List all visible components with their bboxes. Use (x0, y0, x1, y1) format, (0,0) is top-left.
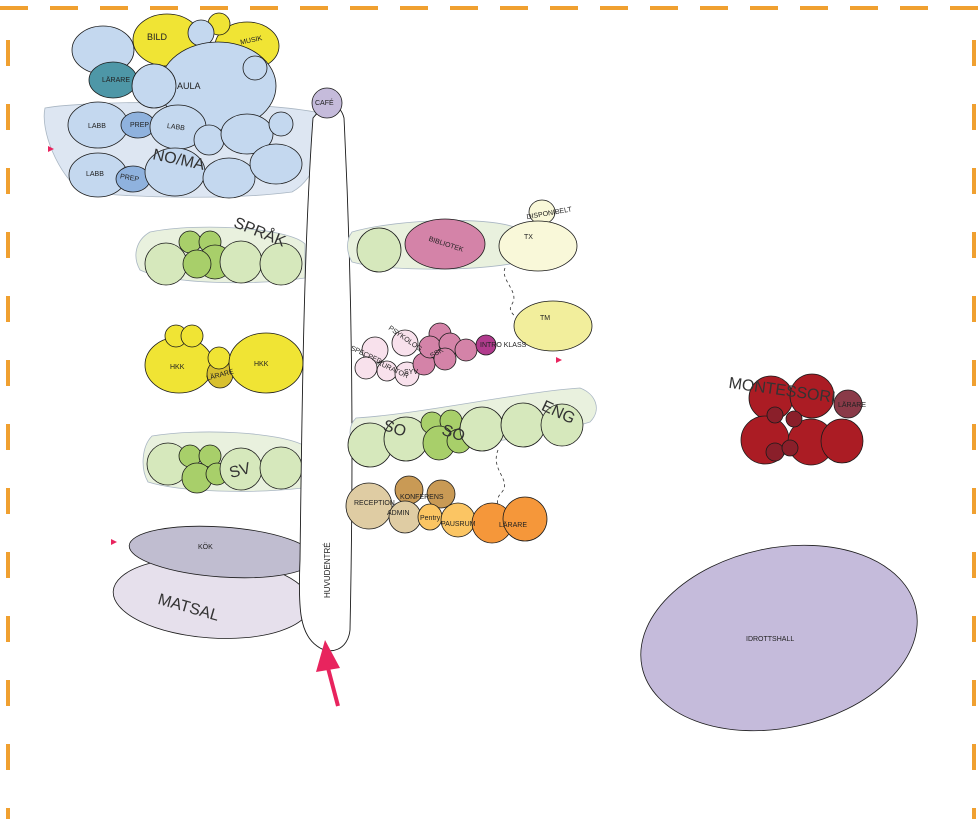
label-so-1: SO (381, 417, 408, 440)
label-prep-2: PREP (119, 173, 139, 183)
entrance-arrow-icon (316, 640, 340, 707)
matsal-group: KÖK MATSAL (112, 525, 316, 639)
dashed-link-eng-admin (495, 449, 505, 507)
site-border (0, 6, 979, 819)
marker-triangle-icon (48, 146, 54, 152)
room-pink-a (354, 356, 378, 380)
room-tm (513, 300, 593, 352)
room-sprak-g (259, 242, 303, 286)
admin-group: RECEPTION KONFERENS ADMIN Pentry PAUSRUM… (345, 475, 548, 544)
room-mont-f (766, 406, 784, 424)
bibliotek-group: BIBLIOTEK DISPONIBELT TX TM (347, 199, 593, 352)
label-syv: SYV (404, 369, 418, 376)
room-mont-g (785, 410, 803, 428)
label-huvudentre: HUVUDENTRÉ (323, 542, 332, 598)
dashed-link-tx-tm (503, 267, 521, 321)
elevhalsa-group: PSYKOLOG SPECPED KURATOR SYV SSK INTRO K… (349, 322, 527, 387)
room-blue-h (249, 143, 303, 185)
room-blue-e (268, 111, 294, 137)
room-hkk-small-b (180, 324, 204, 348)
room-mont-i (781, 439, 799, 457)
hkk-group: HKK LÄRARE HKK (144, 324, 304, 394)
label-aula: AULA (177, 81, 201, 91)
label-larare-mont: LÄRARE (838, 401, 866, 409)
room-pausrum (440, 502, 476, 538)
label-kok: KÖK (198, 543, 213, 551)
room-mont-b (789, 373, 835, 419)
label-bild: BILD (147, 32, 168, 42)
room-bibliotek-side (356, 227, 402, 273)
label-reception: RECEPTION (354, 500, 395, 507)
label-labb-3: LABB (86, 171, 104, 178)
room-blue-g (202, 157, 256, 199)
label-tm: TM (540, 315, 550, 322)
room-introklass (475, 334, 497, 356)
room-eng-b (540, 403, 584, 447)
room-konferens-b (426, 479, 456, 509)
so-eng-group: SO SO ENG (347, 387, 597, 468)
label-admin: ADMIN (387, 510, 410, 517)
room-blue-d (220, 113, 274, 155)
label-tx: TX (524, 234, 533, 241)
room-idrottshall (640, 544, 918, 732)
room-larare-admin-b (502, 496, 548, 542)
sprak-group: SPRÅK (135, 213, 306, 286)
label-musik: MUSIK (240, 35, 263, 47)
room-sv-g (259, 446, 303, 490)
room-larare-mont (833, 389, 863, 419)
label-pentry: Pentry (420, 515, 441, 522)
label-konferens: KONFERENS (400, 494, 444, 501)
label-hkk-left: HKK (170, 364, 185, 371)
label-larare-admin: LÄRARE (499, 521, 527, 529)
room-tx (498, 220, 578, 272)
room-ssk-f (454, 338, 478, 362)
room-reception (345, 482, 393, 530)
label-sv: SV (227, 460, 252, 482)
idrottshall-group: IDROTTSHALL (640, 544, 918, 732)
room-bibliotek (404, 218, 486, 270)
room-blue-c (193, 124, 225, 156)
label-cafe: CAFÉ (315, 98, 334, 107)
room-eng-a (500, 402, 546, 448)
label-labb-2: LABB (167, 123, 186, 132)
sv-group: SV (142, 431, 306, 494)
marker-triangle-icon (556, 357, 562, 363)
room-small-blue-b (242, 55, 268, 81)
label-idrottshall: IDROTTSHALL (746, 636, 794, 643)
marker-triangle-icon (111, 539, 117, 545)
room-psykolog (391, 329, 419, 357)
room-sprak-a (144, 242, 188, 286)
room-hkk-small-c (207, 346, 231, 370)
room-mont-h (765, 442, 785, 462)
label-prep-1: PREP (130, 122, 149, 129)
room-ssk-e (433, 347, 457, 371)
nama-zone-group: BILD MUSIK LÄRARE AULA LABB PREP LABB LA… (43, 12, 321, 199)
room-aula-side (131, 63, 177, 109)
room-mont-e (820, 418, 864, 464)
label-introklass: INTRO KLASS (480, 342, 527, 349)
label-labb-1: LABB (88, 123, 106, 130)
room-sprak-f (219, 240, 263, 284)
corridor-group: CAFÉ HUVUDENTRÉ (298, 87, 353, 652)
label-hkk-right: HKK (254, 361, 269, 368)
label-larare-top: LÄRARE (102, 76, 130, 84)
room-sprak-e (182, 249, 212, 279)
main-corridor (298, 105, 353, 652)
label-so-2: SO (440, 422, 467, 445)
montessori-group: MONTESSORI LÄRARE (728, 373, 866, 466)
room-cafe (311, 87, 343, 119)
label-pausrum: PAUSRUM (441, 521, 476, 528)
